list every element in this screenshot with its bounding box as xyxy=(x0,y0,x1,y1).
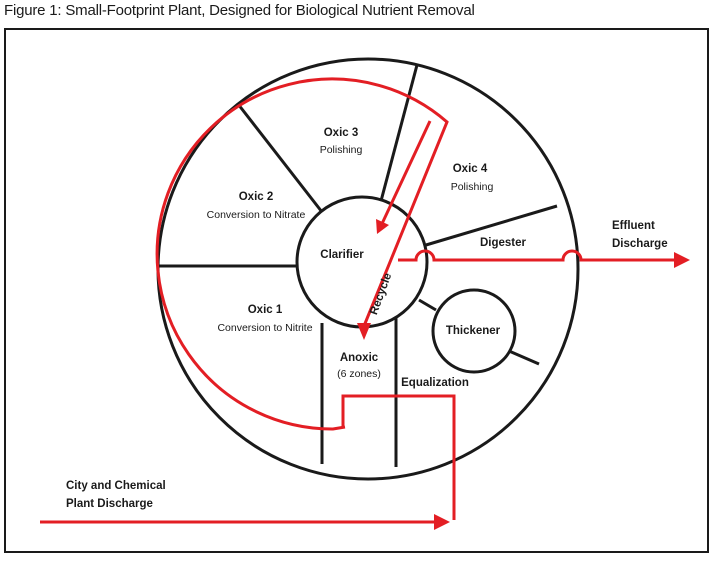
divider-oxic2-oxic3 xyxy=(236,103,324,213)
effluent-flow xyxy=(398,249,675,262)
clarifier-label: Clarifier xyxy=(320,249,364,261)
figure-title: Figure 1: Small-Footprint Plant, Designe… xyxy=(4,2,475,19)
recycle-to-clarifier-flow xyxy=(378,120,432,229)
divider-oxic4-digester xyxy=(425,204,558,247)
oxic1-desc: Conversion to Nitrite xyxy=(217,322,312,334)
influent-arrowhead xyxy=(434,514,450,530)
equalization-to-anoxic-flow xyxy=(341,394,456,520)
oxic3-desc: Polishing xyxy=(320,144,363,156)
effluent-label-line2: Discharge xyxy=(612,238,668,250)
influent-label-line1: City and Chemical xyxy=(66,480,166,492)
oxic4-label: Oxic 4 xyxy=(453,163,488,175)
thickener-circle xyxy=(431,288,517,374)
divider-oxic3-oxic4 xyxy=(379,64,419,202)
oxic3-label: Oxic 3 xyxy=(324,127,359,139)
equalization-label: Equalization xyxy=(401,377,469,389)
digester-label: Digester xyxy=(480,237,527,249)
oxic2-label: Oxic 2 xyxy=(239,191,274,203)
anoxic-desc: (6 zones) xyxy=(337,368,381,380)
oxic1-label: Oxic 1 xyxy=(248,304,283,316)
oxic4-desc: Polishing xyxy=(451,181,494,193)
main-loop-flow xyxy=(155,77,449,431)
influent-label-line2: Plant Discharge xyxy=(66,498,153,510)
effluent-label-line1: Effluent xyxy=(612,220,655,232)
divider-thickener-outer xyxy=(508,349,540,366)
oxic2-desc: Conversion to Nitrate xyxy=(207,209,306,221)
anoxic-label: Anoxic xyxy=(340,352,379,364)
recycle-arrowhead xyxy=(376,219,389,234)
thickener-label: Thickener xyxy=(446,325,501,337)
effluent-arrowhead xyxy=(674,252,690,268)
connector-clarifier-thickener xyxy=(418,298,437,312)
main-loop-arrowhead xyxy=(357,323,371,340)
